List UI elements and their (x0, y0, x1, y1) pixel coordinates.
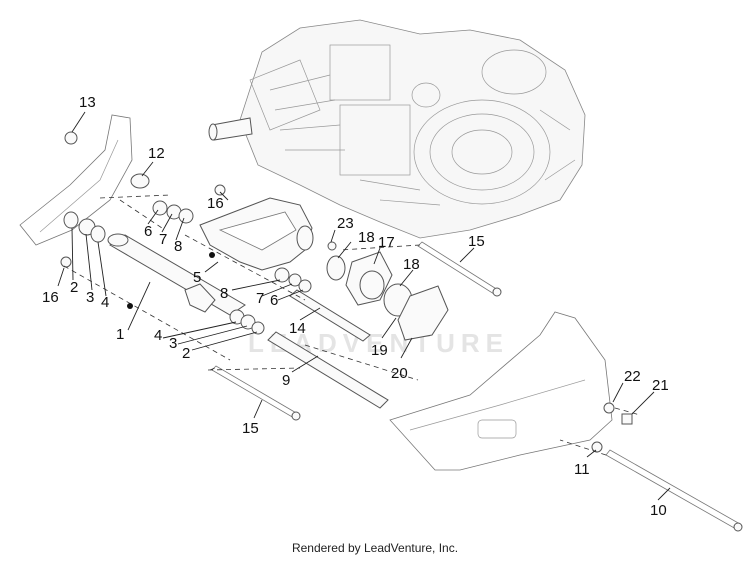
callout-23: 23 (337, 215, 354, 232)
callout-4: 4 (101, 294, 109, 311)
reference-dot (127, 303, 133, 309)
leader-lines (57, 111, 671, 501)
left-bearing-stack (60, 131, 150, 268)
rendered-by-credit: Rendered by LeadVenture, Inc. (291, 541, 459, 555)
callout-4: 4 (154, 327, 162, 344)
callout-3: 3 (86, 289, 94, 306)
callout-21: 21 (652, 377, 669, 394)
callout-2: 2 (70, 279, 78, 296)
engine-assembly (208, 19, 586, 239)
right-frame-cover (389, 311, 613, 471)
callout-15: 15 (468, 233, 485, 250)
callout-22: 22 (624, 368, 641, 385)
swing-arm (199, 197, 314, 271)
callout-18: 18 (358, 229, 375, 246)
swing-arm-shaft (107, 233, 246, 316)
callout-17: 17 (378, 234, 395, 251)
callout-11: 11 (574, 461, 590, 478)
callout-6: 6 (144, 223, 152, 240)
lower-bearing-stack (274, 267, 312, 293)
callout-12: 12 (148, 145, 165, 162)
callout-16: 16 (42, 289, 59, 306)
callout-14: 14 (289, 320, 306, 337)
left-heat-shield (19, 114, 133, 246)
right-fasteners (591, 402, 633, 453)
callout-1: 1 (116, 326, 124, 343)
center-bracket (184, 283, 265, 335)
callout-9: 9 (282, 372, 290, 389)
callout-labels: 13 12 16 6 7 8 23 18 17 15 18 16 2 3 4 5… (42, 94, 669, 519)
reference-dot (209, 252, 215, 258)
callout-3: 3 (169, 335, 177, 352)
callout-7: 7 (256, 290, 264, 307)
right-bearing-housing (326, 241, 449, 341)
callout-13: 13 (79, 94, 96, 111)
callout-6: 6 (270, 292, 278, 309)
callout-18: 18 (403, 256, 420, 273)
long-bolts (211, 241, 743, 532)
callout-20: 20 (391, 365, 408, 382)
callout-8: 8 (174, 238, 182, 255)
callout-2: 2 (182, 345, 190, 362)
callout-16: 16 (207, 195, 224, 212)
callout-10: 10 (650, 502, 667, 519)
callout-5: 5 (193, 269, 201, 286)
callout-19: 19 (371, 342, 388, 359)
assembly-lines (63, 194, 641, 456)
callout-7: 7 (159, 231, 167, 248)
callout-8: 8 (220, 285, 228, 302)
callout-15: 15 (242, 420, 259, 437)
